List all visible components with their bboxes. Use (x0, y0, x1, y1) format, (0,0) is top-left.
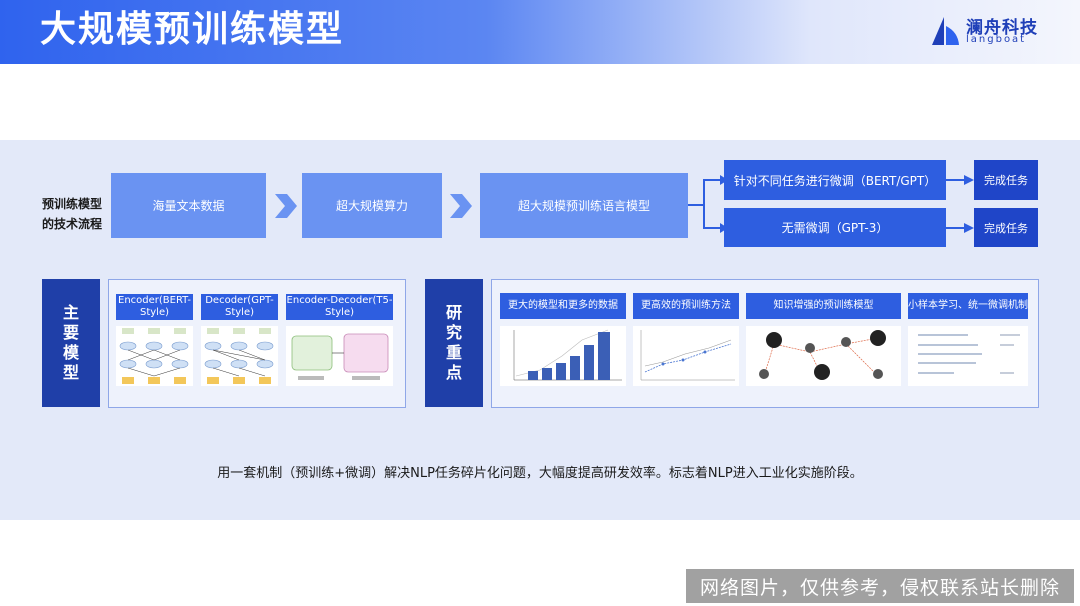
header-bar: 大规模预训练模型 澜舟科技 langboat (0, 0, 1080, 64)
model-size-bar-chart-image (500, 326, 626, 386)
branch-no-finetune: 无需微调（GPT-3） (724, 208, 946, 247)
research-header-efficiency: 更高效的预训练方法 (633, 293, 739, 319)
page-title: 大规模预训练模型 (40, 9, 345, 50)
branch-arrows-icon (688, 175, 728, 233)
research-header-knowledge: 知识增强的预训练模型 (746, 293, 901, 319)
logo-name-cn: 澜舟科技 (966, 18, 1038, 38)
research-focus-label-text: 研究重点 (445, 303, 462, 382)
model-header-gpt: Decoder(GPT-Style) (201, 294, 278, 320)
flow-step-plm: 超大规模预训练语言模型 (480, 173, 688, 238)
model-header-bert: Encoder(BERT-Style) (116, 294, 193, 320)
knowledge-graph-image (746, 326, 901, 386)
main-models-label-text: 主要模型 (62, 303, 79, 382)
bert-diagram-image (116, 326, 193, 386)
main-models-label: 主要模型 (42, 279, 100, 407)
model-header-t5: Encoder-Decoder(T5-Style) (286, 294, 393, 320)
research-focus-label: 研究重点 (425, 279, 483, 407)
flow-arrow-icon (450, 194, 472, 218)
flow-label: 预训练模型的技术流程 (42, 197, 103, 231)
logo-name-en: langboat (966, 34, 1027, 45)
flow-arrow-icon (275, 194, 297, 218)
few-shot-prompt-image (908, 326, 1028, 386)
langboat-logo-icon (932, 17, 959, 45)
research-header-few-shot: 小样本学习、统一微调机制 (908, 293, 1028, 319)
arrow-right-icon (946, 175, 974, 185)
arrow-right-icon (946, 223, 974, 233)
flow-step-data: 海量文本数据 (111, 173, 266, 238)
watermark: 网络图片，仅供参考，侵权联系站长删除 (686, 569, 1074, 603)
branch-finetune: 针对不同任务进行微调（BERT/GPT） (724, 160, 946, 200)
flow-step-compute: 超大规模算力 (302, 173, 442, 238)
outcome-task-complete: 完成任务 (974, 160, 1038, 200)
t5-diagram-image (286, 326, 393, 386)
research-header-scale: 更大的模型和更多的数据 (500, 293, 626, 319)
gpt-diagram-image (201, 326, 278, 386)
outcome-task-complete: 完成任务 (974, 208, 1038, 247)
summary-text: 用一套机制（预训练+微调）解决NLP任务碎片化问题，大幅度提高研发效率。标志着N… (217, 466, 863, 481)
efficiency-plot-image (633, 326, 739, 386)
